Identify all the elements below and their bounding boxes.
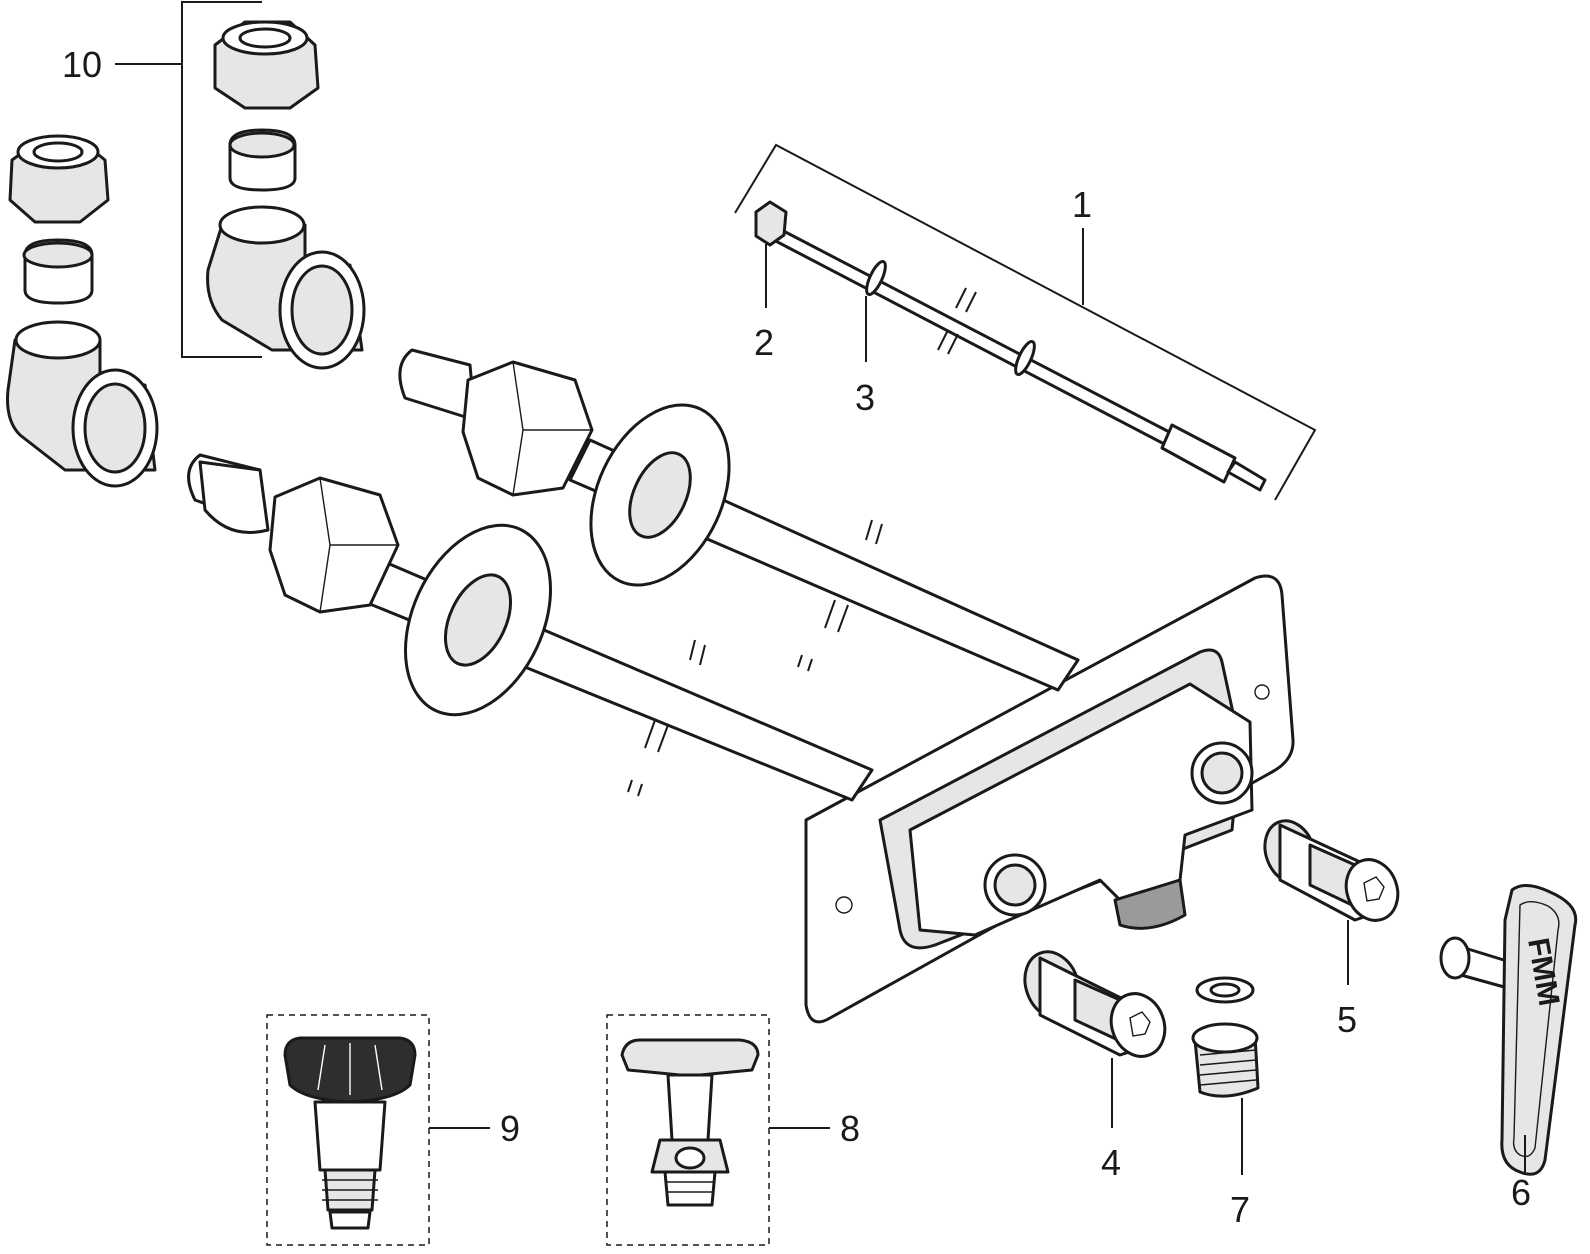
rosette-upper [589,403,731,587]
bracket-10 [181,1,262,358]
fitting-set-left [6,134,159,488]
rosette-lower [403,523,553,717]
fitting-set-top [206,20,366,370]
key-part-6: FMM [1439,884,1578,1176]
callout-9: 9 [500,1108,520,1149]
callout-4: 4 [1101,1142,1121,1183]
spindle-rod [754,200,1267,492]
pipe-upper [398,348,1080,692]
callout-2: 2 [754,322,774,363]
adapter-part-4 [1023,950,1167,1058]
callout-8: 8 [840,1108,860,1149]
callout-10: 10 [62,44,102,85]
hex-nut-lower [268,476,400,614]
box-part-9 [266,1014,430,1246]
pipe-break-marks [627,519,883,797]
callout-1: 1 [1072,184,1092,225]
handwheel-part-9 [283,1036,417,1230]
t-handle-part-8 [620,1038,760,1207]
adapter-part-5 [1263,819,1400,922]
callout-5: 5 [1337,999,1357,1040]
pipe-lower [187,453,874,802]
callout-6: 6 [1511,1172,1531,1213]
callout-3: 3 [855,377,875,418]
callout-7: 7 [1230,1189,1250,1230]
nipple-part-7 [1191,976,1260,1098]
box-part-8 [606,1014,770,1246]
bracket-1 [734,143,1317,501]
hex-nut-upper [461,360,594,497]
o-ring-part-3 [865,259,1036,377]
spindle-head-part-2 [754,200,788,247]
valve-housing [878,648,1254,950]
